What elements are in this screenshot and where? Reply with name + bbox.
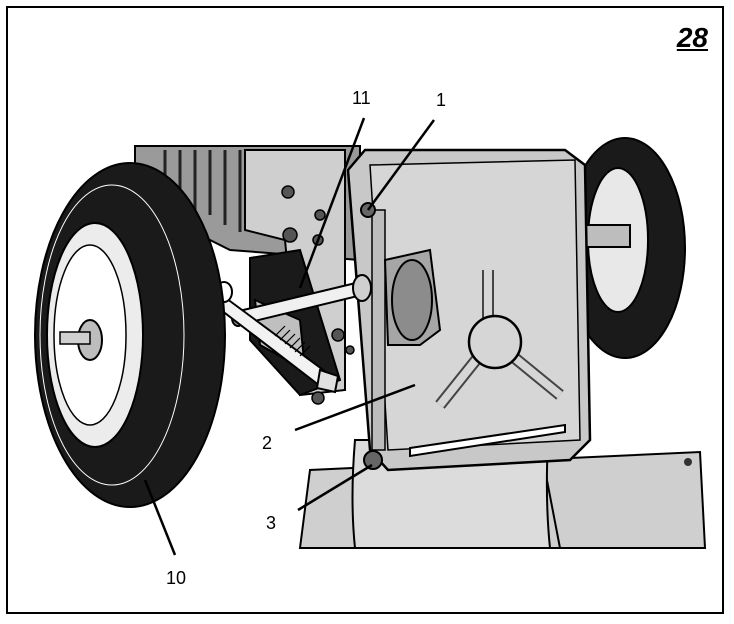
- callout-1: 1: [436, 90, 447, 110]
- leader-lines: [143, 117, 436, 556]
- leader-2: [294, 383, 416, 432]
- center-hub: [467, 314, 523, 370]
- rear-right-wheel: [564, 137, 686, 359]
- screw-3: [363, 450, 383, 470]
- leader-10: [143, 479, 177, 556]
- front-wheel: [34, 162, 226, 508]
- callout-3: 3: [266, 513, 277, 533]
- callout-2: 2: [262, 433, 273, 453]
- adjustment-slot: [409, 423, 566, 458]
- callout-10: 10: [166, 568, 187, 588]
- callout-11: 11: [352, 88, 371, 108]
- leader-11: [298, 117, 366, 289]
- leader-3: [297, 463, 373, 512]
- leader-1: [366, 119, 436, 211]
- figure-number: 28: [676, 22, 708, 53]
